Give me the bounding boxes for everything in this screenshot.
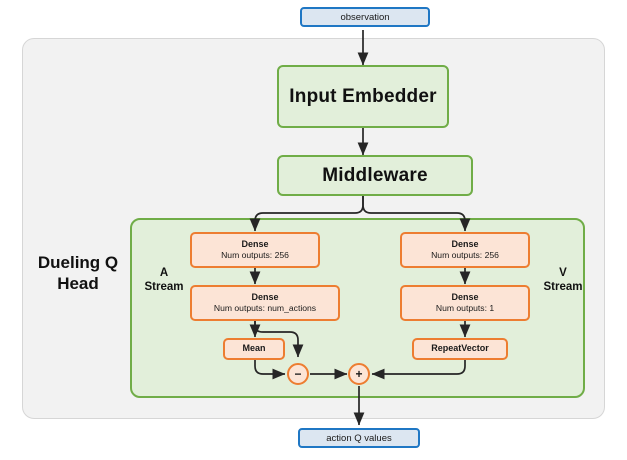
subtract-operator-symbol: − (294, 367, 302, 381)
a-stream-label-line1: A (159, 267, 169, 279)
a-stream-dense-1-node[interactable]: Dense Num outputs: 256 (190, 232, 320, 268)
add-operator-symbol: + (355, 367, 363, 381)
v-stream-dense-2-node[interactable]: Dense Num outputs: 1 (400, 285, 530, 321)
v-stream-label-line1: V (559, 267, 567, 279)
v-stream-label: V Stream (534, 266, 592, 295)
a-stream-label: A Stream (138, 266, 190, 295)
a-stream-dense-2-title: Dense (251, 292, 279, 302)
v-stream-label-line2: Stream (543, 281, 583, 294)
dueling-q-head-title: Dueling Q Head (30, 252, 126, 295)
input-embedder-node[interactable]: Input Embedder (277, 65, 449, 128)
middleware-node[interactable]: Middleware (277, 155, 473, 196)
subtract-operator-node[interactable]: − (287, 363, 309, 385)
mean-node[interactable]: Mean (223, 338, 285, 360)
action-q-values-label: action Q values (326, 432, 392, 444)
a-stream-dense-1-subtitle: Num outputs: 256 (221, 250, 289, 261)
dueling-q-head-title-text: Dueling Q Head (37, 253, 119, 294)
middleware-label: Middleware (322, 164, 428, 186)
action-q-values-node[interactable]: action Q values (298, 428, 420, 448)
add-operator-node[interactable]: + (348, 363, 370, 385)
observation-label: observation (340, 11, 390, 23)
repeat-vector-label: RepeatVector (431, 343, 489, 354)
v-stream-dense-1-title: Dense (451, 239, 479, 249)
a-stream-dense-2-subtitle: Num outputs: num_actions (213, 303, 317, 314)
v-stream-dense-2-title: Dense (451, 292, 479, 302)
v-stream-dense-1-node[interactable]: Dense Num outputs: 256 (400, 232, 530, 268)
observation-node[interactable]: observation (300, 7, 430, 27)
v-stream-dense-2-subtitle: Num outputs: 1 (435, 303, 495, 314)
v-stream-dense-1-subtitle: Num outputs: 256 (431, 250, 499, 261)
a-stream-dense-1-title: Dense (241, 239, 269, 249)
input-embedder-label: Input Embedder (289, 85, 437, 107)
a-stream-label-line2: Stream (144, 281, 184, 294)
a-stream-dense-2-node[interactable]: Dense Num outputs: num_actions (190, 285, 340, 321)
repeat-vector-node[interactable]: RepeatVector (412, 338, 508, 360)
mean-label: Mean (242, 343, 266, 354)
